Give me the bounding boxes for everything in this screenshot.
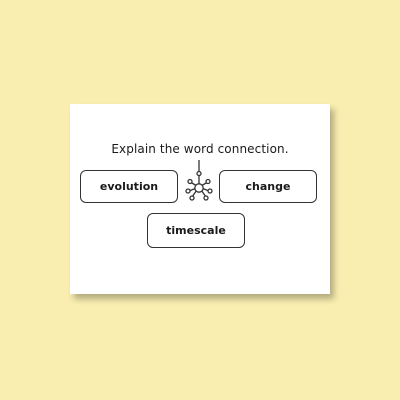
word-box-evolution: evolution xyxy=(80,170,178,203)
word-label-change: change xyxy=(245,180,291,193)
card-title: Explain the word connection. xyxy=(111,142,289,156)
word-box-timescale: timescale xyxy=(147,213,245,248)
word-connection-card: Explain the word connection. evolution xyxy=(70,104,330,294)
word-label-evolution: evolution xyxy=(99,180,159,193)
word-label-timescale: timescale xyxy=(166,224,226,237)
network-connection-icon xyxy=(183,159,215,204)
word-box-change: change xyxy=(219,170,317,203)
